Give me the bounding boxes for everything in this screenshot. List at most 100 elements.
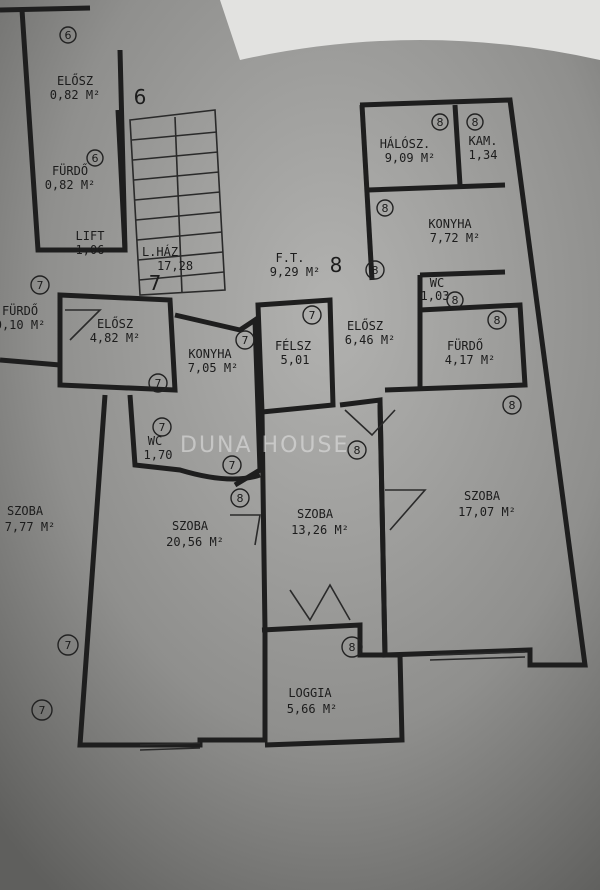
unit-tag: 8	[466, 113, 484, 131]
page-fold-highlight	[220, 0, 600, 60]
label-text: SZOBA	[464, 489, 501, 503]
room-label: SZOBA 17,07 M²	[458, 489, 516, 519]
door-swings	[65, 309, 427, 622]
unit-tag: 7	[235, 330, 255, 350]
label-text: WC	[148, 434, 162, 448]
unit-tag: 7	[31, 699, 53, 721]
label-text: 8	[494, 314, 501, 327]
unit-tag: 8	[502, 395, 522, 415]
window-marks	[139, 651, 526, 751]
label-text: 1,03	[421, 289, 450, 303]
label-text: SZOBA	[7, 504, 44, 518]
stair-number: 7	[149, 271, 162, 295]
label-text: FÜRDŐ	[447, 337, 483, 353]
unit-tag: 7	[148, 373, 168, 393]
label-text: 6	[65, 29, 72, 42]
label-text: 20,56 M²	[166, 535, 224, 549]
label-text: 7	[229, 459, 236, 472]
label-text: 7	[37, 279, 44, 292]
room-label: WC1,70	[144, 434, 173, 462]
label-text: 8	[237, 492, 244, 505]
label-text: 8	[372, 264, 379, 277]
label-text: 8	[382, 202, 389, 215]
room-label: LOGGIA 5,66 M²	[287, 686, 338, 716]
label-text: HÁLÓSZ.	[380, 136, 431, 151]
label-text: 5,01	[281, 353, 310, 367]
label-text: 1,70	[144, 448, 173, 462]
label-text: 7,77 M²	[5, 520, 56, 534]
label-text: 8	[509, 399, 516, 412]
label-text: 5,66 M²	[287, 702, 338, 716]
label-text: 7	[155, 377, 162, 390]
room-label: HÁLÓSZ.9,09 M²	[380, 136, 436, 165]
room-label: SZOBA 20,56 M²	[166, 519, 224, 549]
label-text: 8	[472, 116, 479, 129]
label-text: 0,10 M²	[0, 318, 45, 332]
unit-tag: 8	[365, 260, 385, 280]
label-text: FÉLSZ	[275, 338, 311, 353]
stairs	[129, 109, 226, 296]
walls	[0, 5, 588, 748]
label-text: KONYHA	[428, 217, 472, 231]
unit-tag: 7	[222, 455, 242, 475]
label-text: 7,05 M²	[188, 361, 239, 375]
stair-number: 8	[330, 253, 343, 277]
label-text: 17,28	[157, 259, 193, 273]
room-label: KAM.1,34	[469, 134, 498, 162]
label-text: 8	[437, 116, 444, 129]
room-label: SZOBA 7,77 M²	[5, 504, 56, 534]
unit-tag: 7	[152, 417, 172, 437]
label-text: KAM.	[469, 134, 498, 148]
label-text: WC	[430, 276, 444, 290]
label-text: F.T.	[276, 251, 305, 265]
unit-tags: 6 6 7 7 7 7 7 7 7 7 8 8 8 8 8 8 8 8 8 8	[30, 26, 522, 721]
label-text: 6,46 M²	[345, 333, 396, 347]
room-label: WC1,03	[421, 276, 450, 303]
stair-number: 6	[134, 85, 147, 109]
label-text: 7	[309, 309, 316, 322]
label-text: 7,72 M²	[430, 231, 481, 245]
label-text: ELŐSZ	[97, 316, 133, 331]
label-text: SZOBA	[172, 519, 209, 533]
label-text: 7	[39, 704, 46, 717]
label-text: 4,82 M²	[90, 331, 141, 345]
label-text: KONYHA	[188, 347, 232, 361]
label-text: FÜRDŐ	[52, 162, 88, 178]
unit-tag: 7	[302, 305, 322, 325]
label-text: 7	[65, 639, 72, 652]
label-text: LOGGIA	[288, 686, 332, 700]
unit-tag: 6	[86, 149, 104, 167]
label-text: 8	[349, 641, 356, 654]
unit-tag: 7	[57, 634, 79, 656]
room-label: F.T.9,29 M²	[270, 251, 321, 279]
label-text: ELŐSZ	[347, 318, 383, 333]
label-text: 0,82 M²	[50, 88, 101, 102]
label-text: 17,07 M²	[458, 505, 516, 519]
label-text: LIFT	[76, 229, 105, 243]
label-text: 4,17 M²	[445, 353, 496, 367]
unit-tag: 8	[341, 636, 363, 658]
unit-tag: 8	[487, 310, 507, 330]
label-text: 13,26 M²	[291, 523, 349, 537]
label-text: 7	[159, 421, 166, 434]
label-text: 8	[452, 294, 459, 307]
label-text: 1,34	[469, 148, 498, 162]
label-text: L.HÁZ	[142, 244, 178, 259]
label-text: 7	[242, 334, 249, 347]
label-text: FÜRDŐ	[2, 302, 38, 318]
unit-tag: 8	[446, 291, 464, 309]
